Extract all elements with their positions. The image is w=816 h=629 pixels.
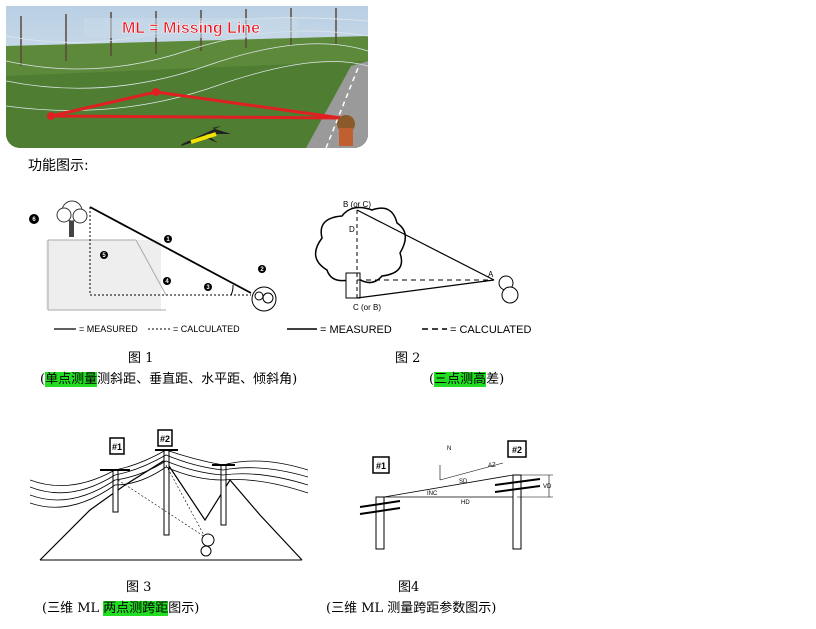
figure-4-number: 图4 [398, 580, 420, 595]
label-d: D [349, 225, 355, 234]
figure-1-diagram: 6 1 2 3 4 5 = MEASURED = CALCULATED [26, 195, 284, 340]
figure-1-number: 图 1 [128, 351, 154, 366]
legend-calculated: = CALCULATED [173, 324, 240, 334]
label-4: 4 [165, 279, 169, 285]
intro-label: 功能图示: [28, 158, 89, 174]
label-inc: INC [427, 491, 438, 497]
caption-rest: 测斜距、垂直距、水平距、倾斜角) [97, 372, 298, 387]
figure-4-diagram: #1 #2 N AZ SD INC HD VD [355, 435, 560, 560]
legend-measured: = MEASURED [79, 324, 138, 334]
label-b-or-c: B (or C) [343, 200, 371, 209]
label-n: N [447, 446, 451, 452]
svg-text:ML = Missing Line: ML = Missing Line [122, 20, 260, 37]
pole-1-label: #1 [112, 442, 122, 452]
label-a: A [488, 270, 494, 279]
label-3: 3 [206, 285, 210, 291]
figure-3-caption: (三维 ML 两点测跨距图示) [42, 597, 199, 616]
figure-1-caption: (单点测量测斜距、垂直距、水平距、倾斜角) [40, 368, 297, 387]
caption-rest: 差) [486, 372, 505, 387]
pole-2-label: #2 [160, 434, 170, 444]
label-c-or-b: C (or B) [353, 303, 381, 312]
figure-2-diagram: B (or C) C (or B) D A = MEASURED = CALCU… [282, 198, 537, 340]
label-sd: SD [459, 479, 468, 485]
label-2: 2 [260, 267, 264, 273]
legend-measured: = MEASURED [320, 324, 392, 336]
banner-image: ML = Missing Line [6, 6, 368, 148]
figure-4-caption: (三维 ML 测量跨距参数图示) [326, 601, 497, 616]
caption-open: ( [40, 372, 46, 387]
label-5: 5 [102, 253, 106, 259]
figure-2-caption: (三点测高差) [429, 368, 504, 387]
caption-highlight: 单点测量 [45, 372, 98, 387]
figure-3-diagram: #1 #2 [29, 425, 309, 565]
legend-calculated: = CALCULATED [450, 324, 531, 336]
figure-3-number: 图 3 [126, 580, 152, 595]
caption-highlight: 三点测高 [434, 372, 487, 387]
label-vd: VD [543, 484, 552, 490]
caption-highlight: 两点测跨距 [103, 601, 169, 616]
caption-rest: 图示) [168, 601, 200, 616]
banner-title: ML = Missing Line [84, 18, 298, 38]
caption-open: (三维 ML [42, 601, 104, 616]
caption-open: ( [429, 372, 435, 387]
pole-1-label: #1 [376, 461, 386, 471]
figure-2-number: 图 2 [395, 351, 421, 366]
label-1: 1 [166, 237, 170, 243]
pole-2-label: #2 [512, 445, 522, 455]
label-6: 6 [32, 217, 36, 223]
label-az: AZ [488, 463, 496, 469]
label-hd: HD [461, 500, 470, 506]
